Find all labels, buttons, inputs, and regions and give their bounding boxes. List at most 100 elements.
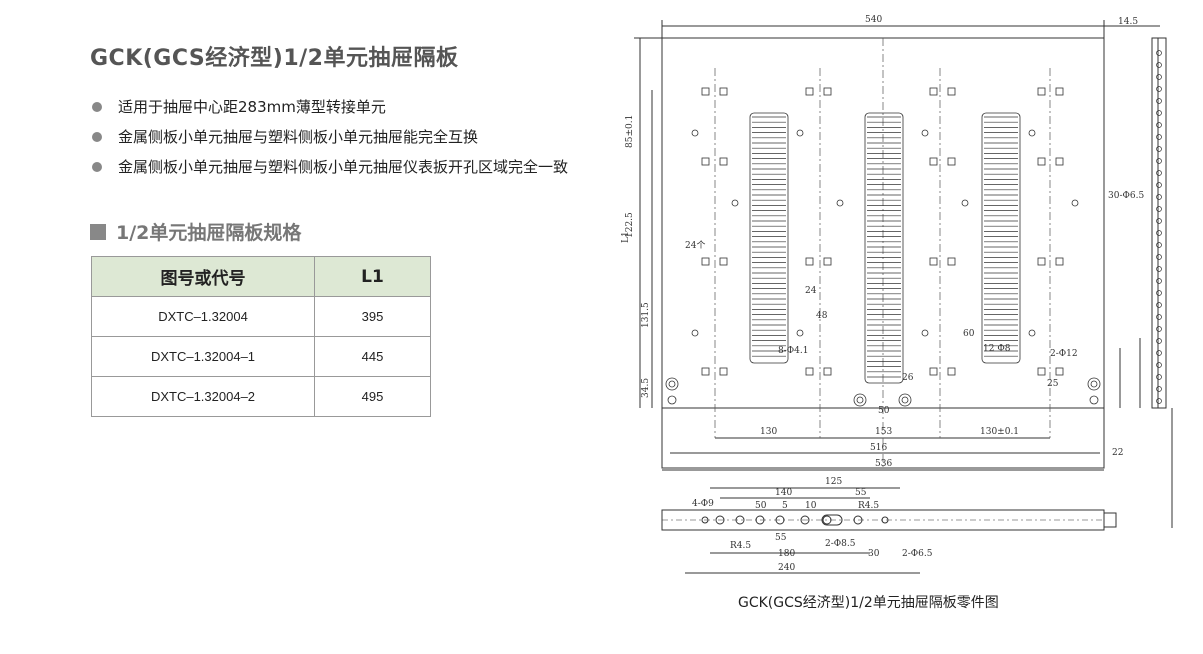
flange-hole xyxy=(1156,350,1162,356)
flange-hole xyxy=(1156,386,1162,392)
slot-column-center xyxy=(864,112,904,384)
table-cell: DXTC–1.32004–1 xyxy=(91,336,315,377)
flange-hole xyxy=(1156,302,1162,308)
svg-text:2-Φ6.5: 2-Φ6.5 xyxy=(902,549,933,559)
bullet-dot-icon xyxy=(92,102,102,112)
side-flange xyxy=(1151,37,1167,409)
flange-hole xyxy=(1156,110,1162,116)
drawing-caption: GCK(GCS经济型)1/2单元抽屉隔板零件图 xyxy=(738,595,999,611)
svg-text:130: 130 xyxy=(760,427,777,437)
table-cell: 395 xyxy=(314,296,431,337)
flange-hole xyxy=(1156,146,1162,152)
svg-text:540: 540 xyxy=(865,15,882,25)
svg-text:50: 50 xyxy=(878,406,890,416)
svg-text:125: 125 xyxy=(825,477,842,487)
mounting-holes xyxy=(665,87,1101,407)
svg-text:131.5: 131.5 xyxy=(641,302,651,328)
svg-text:153: 153 xyxy=(875,427,892,437)
bar-part xyxy=(661,487,1117,574)
spec-table: 图号或代号 L1 DXTC–1.32004 395 DXTC–1.32004–1… xyxy=(91,256,431,417)
flange-hole xyxy=(1156,218,1162,224)
svg-text:14.5: 14.5 xyxy=(1118,17,1138,27)
svg-text:536: 536 xyxy=(875,459,892,469)
flange-hole xyxy=(1156,230,1162,236)
svg-text:60: 60 xyxy=(963,329,975,339)
svg-text:L1: L1 xyxy=(621,231,631,243)
svg-text:30: 30 xyxy=(868,549,880,559)
svg-text:22: 22 xyxy=(1112,448,1123,458)
svg-text:140: 140 xyxy=(775,488,792,498)
svg-text:10: 10 xyxy=(805,501,817,511)
svg-text:130±0.1: 130±0.1 xyxy=(980,427,1019,437)
technical-drawing: 540 14.5 85±0.1 122.5 L1 131.5 34.5 24个 … xyxy=(621,15,1173,574)
svg-text:180: 180 xyxy=(778,549,795,559)
table-row: DXTC–1.32004–2 495 xyxy=(91,376,431,417)
svg-text:25: 25 xyxy=(1047,379,1059,389)
dimension-labels: 540 14.5 85±0.1 122.5 L1 131.5 34.5 24个 … xyxy=(621,15,1144,573)
slot-column-left xyxy=(749,112,789,364)
flange-hole xyxy=(1156,170,1162,176)
table-cell: 495 xyxy=(314,376,431,417)
flange-hole xyxy=(1156,326,1162,332)
svg-text:5: 5 xyxy=(782,501,788,511)
svg-text:24个: 24个 xyxy=(685,240,705,251)
flange-hole xyxy=(1156,62,1162,68)
svg-text:8-Φ4.1: 8-Φ4.1 xyxy=(778,346,808,356)
list-item: 金属侧板小单元抽屉与塑料侧板小单元抽屉仪表扳开孔区域完全一致 xyxy=(90,152,588,182)
flange-hole xyxy=(1156,122,1162,128)
square-icon xyxy=(90,224,106,240)
slot-column-right xyxy=(981,112,1021,364)
table-cell: DXTC–1.32004 xyxy=(91,296,315,337)
bullet-dot-icon xyxy=(92,162,102,172)
list-item-text: 金属侧板小单元抽屉与塑料侧板小单元抽屉能完全互换 xyxy=(118,128,479,146)
svg-text:R4.5: R4.5 xyxy=(730,541,751,551)
flange-hole xyxy=(1156,158,1162,164)
list-item: 金属侧板小单元抽屉与塑料侧板小单元抽屉能完全互换 xyxy=(90,122,570,152)
list-item-text: 金属侧板小单元抽屉与塑料侧板小单元抽屉仪表扳开孔区域完全一致 xyxy=(118,158,569,176)
flange-hole xyxy=(1156,74,1162,80)
svg-text:26: 26 xyxy=(902,373,914,383)
flange-hole xyxy=(1156,362,1162,368)
page-title: GCK(GCS经济型)1/2单元抽屉隔板 xyxy=(90,46,459,71)
flange-hole xyxy=(1156,338,1162,344)
svg-text:4-Φ9: 4-Φ9 xyxy=(692,499,714,509)
flange-hole xyxy=(1156,86,1162,92)
flange-hole xyxy=(1156,50,1162,56)
svg-text:55: 55 xyxy=(855,488,867,498)
flange-hole xyxy=(1156,314,1162,320)
svg-text:2-Φ8.5: 2-Φ8.5 xyxy=(825,539,856,549)
column-header-l1: L1 xyxy=(314,256,431,297)
list-item: 适用于抽屉中心距283mm薄型转接单元 xyxy=(90,92,570,122)
table-header-row: 图号或代号 L1 xyxy=(91,256,431,297)
table-row: DXTC–1.32004 395 xyxy=(91,296,431,337)
flange-hole xyxy=(1156,98,1162,104)
flange-hole xyxy=(1156,290,1162,296)
svg-text:50: 50 xyxy=(755,501,767,511)
flange-hole xyxy=(1156,206,1162,212)
svg-text:24: 24 xyxy=(805,286,817,296)
svg-text:48: 48 xyxy=(816,311,828,321)
flange-hole xyxy=(1156,254,1162,260)
svg-text:240: 240 xyxy=(778,563,795,573)
flange-hole xyxy=(1156,134,1162,140)
svg-text:34.5: 34.5 xyxy=(641,378,651,398)
flange-hole xyxy=(1156,398,1162,404)
feature-list: 适用于抽屉中心距283mm薄型转接单元 金属侧板小单元抽屉与塑料侧板小单元抽屉能… xyxy=(90,92,570,182)
flange-hole xyxy=(1156,374,1162,380)
table-cell: DXTC–1.32004–2 xyxy=(91,376,315,417)
list-item-text: 适用于抽屉中心距283mm薄型转接单元 xyxy=(118,98,386,116)
flange-hole xyxy=(1156,242,1162,248)
svg-text:55: 55 xyxy=(775,533,787,543)
flange-hole xyxy=(1156,182,1162,188)
section-heading: 1/2单元抽屉隔板规格 xyxy=(90,218,301,245)
svg-text:516: 516 xyxy=(870,443,887,453)
bullet-dot-icon xyxy=(92,132,102,142)
flange-hole xyxy=(1156,194,1162,200)
svg-text:2-Φ12: 2-Φ12 xyxy=(1050,349,1078,359)
column-header-code: 图号或代号 xyxy=(91,256,315,297)
table-row: DXTC–1.32004–1 445 xyxy=(91,336,431,377)
svg-text:30-Φ6.5: 30-Φ6.5 xyxy=(1108,191,1144,201)
flange-hole xyxy=(1156,266,1162,272)
svg-text:R4.5: R4.5 xyxy=(858,501,879,511)
svg-text:122.5: 122.5 xyxy=(625,212,635,238)
